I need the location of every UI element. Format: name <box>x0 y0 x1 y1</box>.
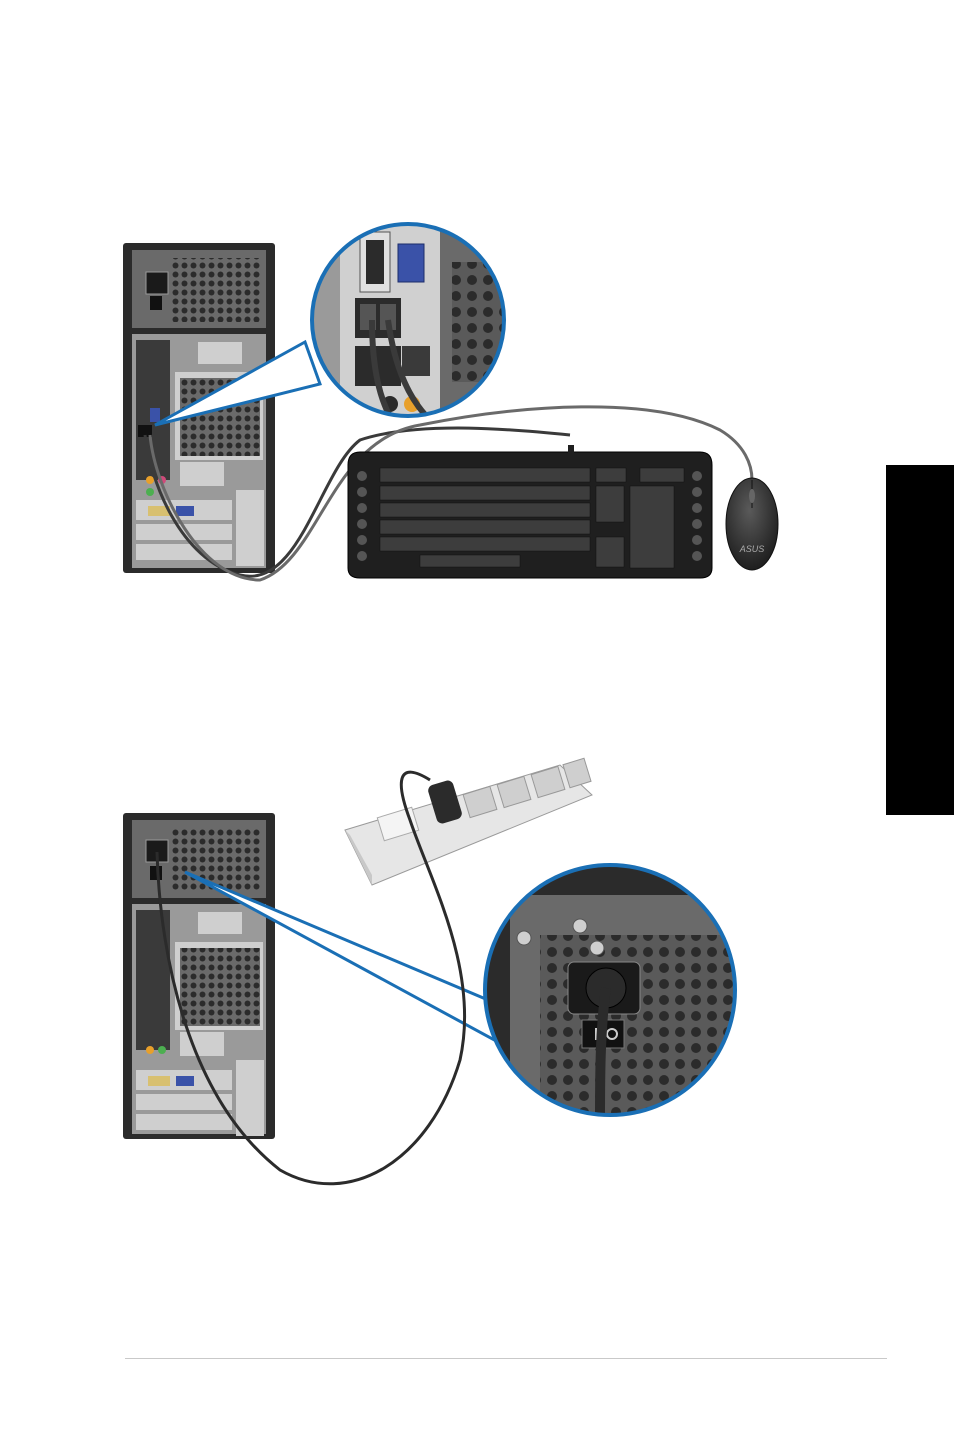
audio-jack <box>146 488 154 496</box>
power-socket <box>146 272 168 294</box>
figure-keyboard-mouse: ASUS <box>123 220 778 580</box>
zoom-rear-ports <box>300 220 520 420</box>
power-switch <box>150 866 162 880</box>
vga-port <box>150 408 160 422</box>
vga-port-zoom <box>398 244 424 282</box>
vga-port-card <box>176 506 194 516</box>
power-strip <box>345 758 592 885</box>
pc-tower-rear <box>123 813 275 1139</box>
usb-mouse: ASUS <box>726 478 778 570</box>
mouse-brand-logo: ASUS <box>739 544 765 554</box>
footer-rule <box>125 1358 887 1359</box>
usb-keyboard <box>348 445 712 578</box>
figure-power-cord <box>123 758 750 1184</box>
zoom-power-socket <box>480 860 750 1120</box>
audio-jack <box>146 476 154 484</box>
power-switch <box>150 296 162 310</box>
